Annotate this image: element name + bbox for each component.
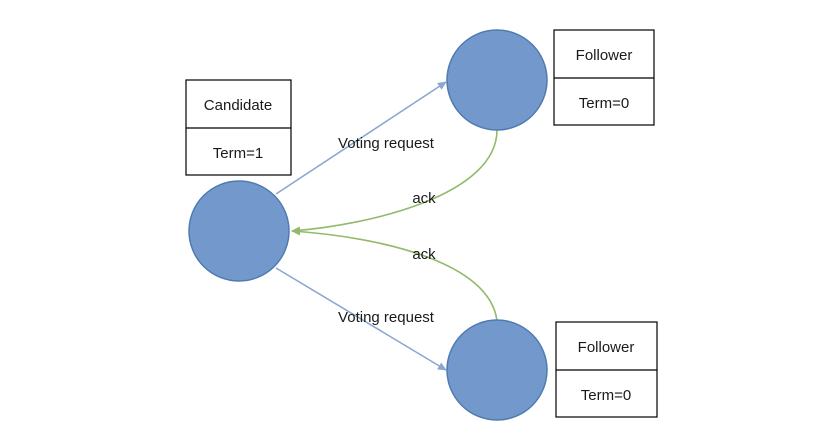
follower-top-node (446, 29, 548, 131)
follower-bottom-term: Term=0 (581, 387, 631, 404)
candidate-term: Term=1 (213, 145, 263, 162)
voting-request-arrow-bottom (275, 267, 447, 371)
ack-arrow-top (291, 129, 498, 235)
candidate-label-box: Candidate Term=1 (185, 79, 292, 176)
follower-top-role: Follower (576, 47, 633, 64)
follower-bottom-node (446, 319, 548, 421)
candidate-role: Candidate (204, 97, 272, 114)
follower-bottom-label-box: Follower Term=0 (555, 321, 658, 418)
ack-label-bottom: ack (412, 246, 436, 263)
ack-arrow-bottom (291, 227, 498, 322)
candidate-node (188, 180, 290, 282)
follower-top-term: Term=0 (579, 95, 629, 112)
follower-bottom-role: Follower (578, 339, 635, 356)
ack-label-top: ack (412, 190, 436, 207)
follower-top-label-box: Follower Term=0 (553, 29, 655, 126)
voting-request-label-bottom: Voting request (338, 309, 435, 326)
voting-request-label-top: Voting request (338, 135, 435, 152)
voting-request-arrow-top (275, 81, 447, 195)
